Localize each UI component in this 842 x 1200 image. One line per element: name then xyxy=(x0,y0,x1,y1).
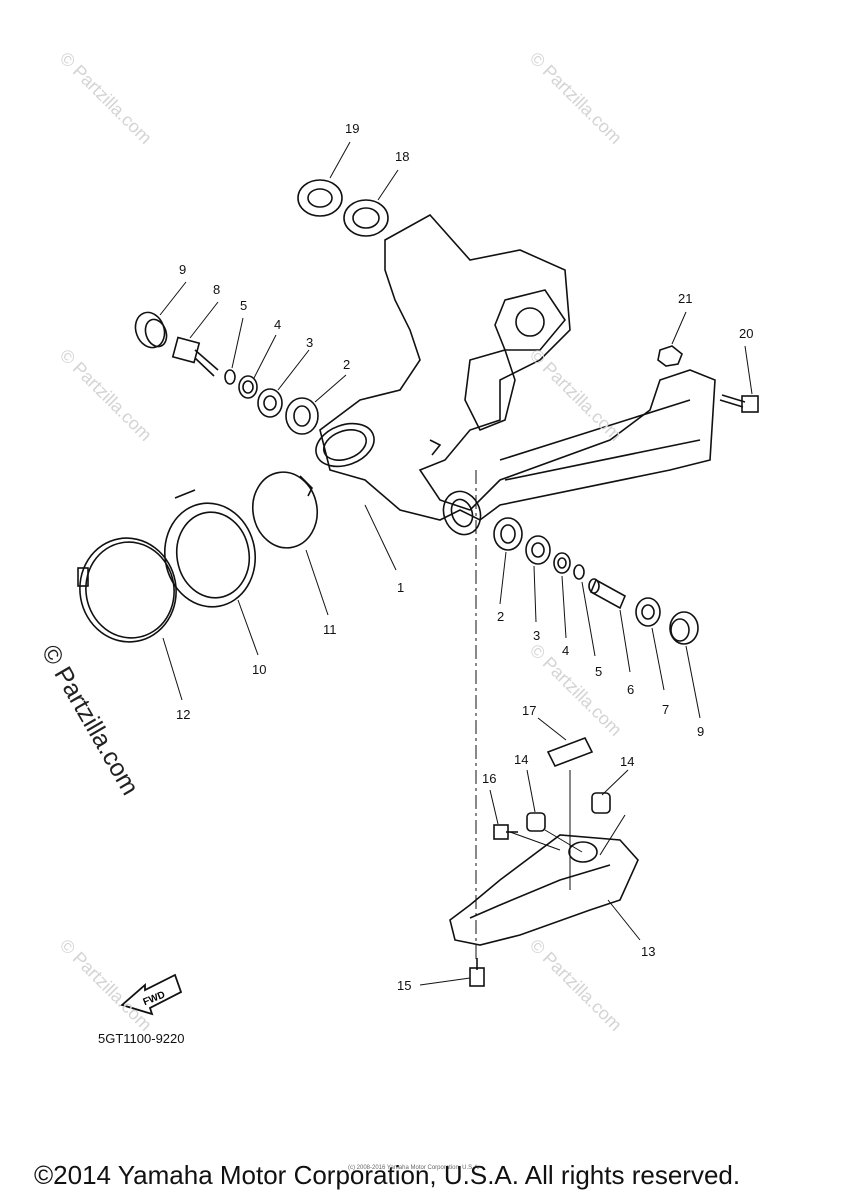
callout-16: 16 xyxy=(482,771,497,786)
oil-seal-18 xyxy=(343,199,389,237)
bearing-2-left xyxy=(285,397,319,435)
nut-21 xyxy=(657,345,683,367)
oil-seal-3-right xyxy=(525,535,551,565)
callout-12: 12 xyxy=(176,707,191,722)
collar-4-right xyxy=(553,552,571,574)
callout-18: 18 xyxy=(395,149,410,164)
callout-5b: 5 xyxy=(595,664,603,679)
copyright-notice: ©2014 Yamaha Motor Corporation, U.S.A. A… xyxy=(34,1160,741,1190)
bearing-2-right xyxy=(493,517,523,551)
nut-7 xyxy=(635,597,661,627)
band-12 xyxy=(77,537,177,643)
callout-19: 19 xyxy=(345,121,360,136)
label-17 xyxy=(546,736,594,768)
callout-11: 11 xyxy=(323,622,337,637)
callout-3: 3 xyxy=(306,335,314,350)
bolt-16 xyxy=(493,824,518,840)
callout-21: 21 xyxy=(678,291,693,306)
callout-9b: 9 xyxy=(697,724,705,739)
bolt-15 xyxy=(469,958,485,987)
boot-10 xyxy=(163,489,257,608)
bolt-20 xyxy=(719,394,759,413)
small-copyright: (c) 2008-2016 Yamaha Motor Corporation, … xyxy=(348,1165,480,1171)
damper-14-right xyxy=(591,792,611,814)
callout-1: 1 xyxy=(397,580,405,595)
callout-14a: 14 xyxy=(514,752,529,767)
callout-10: 10 xyxy=(252,662,267,677)
collar-4-left xyxy=(238,375,258,399)
callout-9: 9 xyxy=(179,262,187,277)
callout-4b: 4 xyxy=(562,643,570,658)
callout-7: 7 xyxy=(662,702,670,717)
cap-9-left xyxy=(134,311,168,349)
o-ring-5-right xyxy=(573,564,585,580)
callout-4: 4 xyxy=(274,317,282,332)
callout-8: 8 xyxy=(213,282,221,297)
callout-2: 2 xyxy=(343,357,351,372)
boot-clamp-11 xyxy=(252,471,318,549)
swing-arm-1 xyxy=(315,213,716,536)
bolt-6 xyxy=(588,578,627,610)
callout-5: 5 xyxy=(240,298,248,313)
cap-9-right xyxy=(669,611,699,645)
oil-seal-3-left xyxy=(257,388,283,418)
bearing-19 xyxy=(297,179,343,217)
callout-14b: 14 xyxy=(620,754,635,769)
callout-20: 20 xyxy=(739,326,754,341)
diagram-code: 5GT1100-9220 xyxy=(98,1031,185,1046)
o-ring-5-left xyxy=(224,369,236,385)
callout-17: 17 xyxy=(522,703,537,718)
bolt-8 xyxy=(171,336,219,377)
callout-13: 13 xyxy=(641,944,656,959)
damper-14-left xyxy=(526,812,546,832)
callout-3b: 3 xyxy=(533,628,541,643)
guard-13 xyxy=(449,834,639,946)
callout-15: 15 xyxy=(397,978,412,993)
callout-6: 6 xyxy=(627,682,635,697)
callout-2b: 2 xyxy=(497,609,505,624)
fwd-arrow xyxy=(120,973,183,1016)
